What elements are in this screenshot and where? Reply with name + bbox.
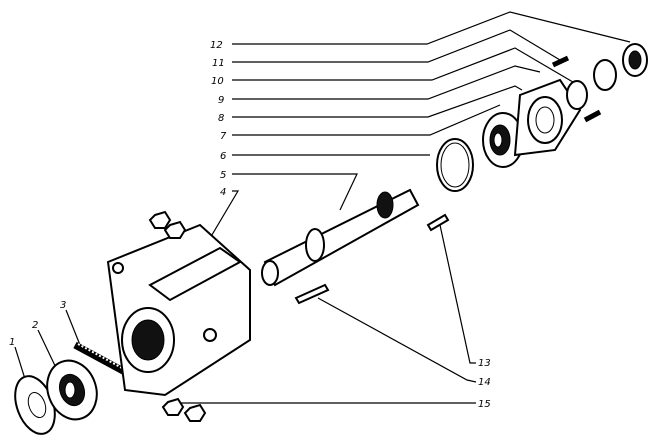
leader-8: [232, 85, 523, 118]
callout-6: 6: [220, 151, 226, 162]
ring-9: [566, 80, 588, 110]
leader-12: [232, 11, 631, 45]
nut-12: [622, 43, 648, 77]
shaft-5: [261, 188, 420, 287]
bolt-11: [551, 55, 570, 68]
bolt-10: [583, 109, 602, 123]
leader-lines: [14, 11, 631, 404]
housing-4: [106, 223, 251, 397]
leader-11: [232, 29, 561, 63]
bearing-2: [46, 359, 98, 421]
callout-3: 3: [60, 300, 66, 311]
callout-8: 8: [218, 113, 224, 124]
callout-2: 2: [32, 320, 38, 331]
callout-14: 14: [478, 377, 491, 388]
leader-9: [232, 65, 541, 100]
callout-1: 1: [9, 337, 15, 348]
bearing-7: [482, 112, 524, 168]
leader-3: [65, 309, 83, 351]
leader-7: [232, 104, 501, 136]
callout-15: 15: [478, 399, 491, 410]
callout-11: 11: [212, 58, 225, 69]
leader-13: [439, 224, 476, 364]
lock-washer: [593, 59, 617, 91]
washer-1: [14, 375, 56, 435]
callout-10: 10: [211, 76, 224, 87]
callout-13: 13: [478, 358, 491, 369]
leader-4: [199, 190, 240, 256]
leader-5: [232, 173, 358, 211]
keys-13-14: [294, 213, 450, 305]
callout-5: 5: [220, 170, 226, 181]
cover-8: [513, 78, 582, 157]
callout-labels: 12 11 10 9 8 7 6 5 4 3 2 1 13 14 15: [9, 40, 491, 410]
callout-7: 7: [220, 131, 227, 142]
bolt-3: [73, 341, 127, 376]
nuts: [148, 210, 207, 422]
callout-9: 9: [218, 95, 224, 106]
snap-ring-6: [436, 138, 474, 192]
callout-12: 12: [210, 40, 223, 51]
leader-10: [232, 47, 579, 86]
leader-14: [317, 297, 477, 383]
callout-4: 4: [220, 187, 226, 198]
